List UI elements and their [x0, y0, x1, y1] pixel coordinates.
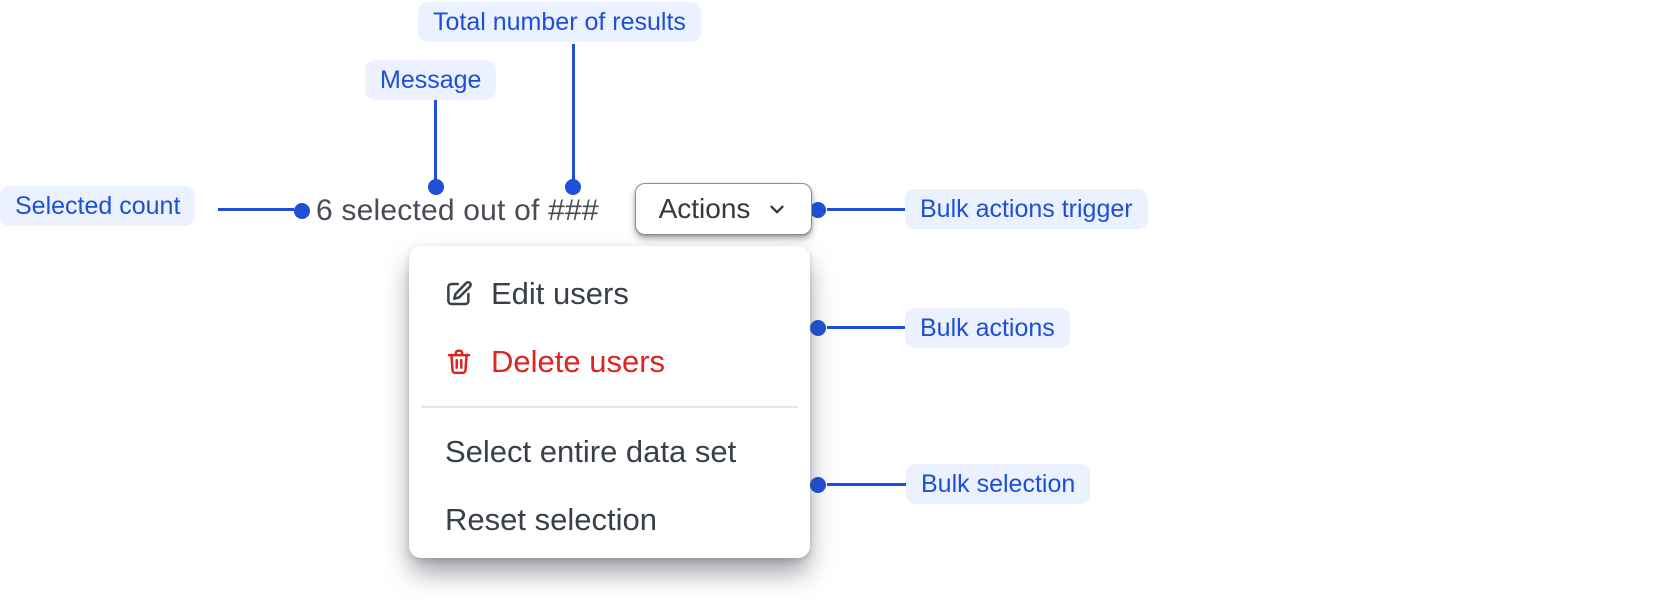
connector-line-message [434, 100, 437, 180]
trash-icon [447, 349, 471, 375]
chevron-down-icon [770, 205, 785, 214]
bulk-actions-trigger-button[interactable]: Actions [635, 183, 812, 235]
bulk-actions-menu: Edit users Delete users Select entire da… [409, 246, 810, 558]
connector-dot-bulk-actions-trigger [810, 202, 826, 218]
menu-item-reset-selection[interactable]: Reset selection [409, 492, 810, 548]
connector-line-total-results [572, 44, 575, 180]
connector-line-bulk-selection [827, 483, 906, 486]
callout-total-results: Total number of results [418, 2, 701, 42]
connector-line-bulk-actions [827, 326, 905, 329]
menu-divider [421, 406, 798, 408]
menu-item-select-entire-data-set[interactable]: Select entire data set [409, 424, 810, 480]
menu-item-delete-users[interactable]: Delete users [409, 334, 810, 390]
connector-dot-bulk-selection [810, 477, 826, 493]
connector-line-bulk-actions-trigger [827, 208, 905, 211]
menu-item-label: Select entire data set [445, 433, 737, 469]
connector-dot-selected-count [294, 203, 310, 219]
callout-bulk-selection: Bulk selection [906, 464, 1091, 504]
edit-icon [447, 281, 472, 306]
menu-item-edit-users[interactable]: Edit users [409, 266, 810, 322]
callout-selected-count: Selected count [0, 186, 196, 226]
menu-item-label: Edit users [491, 276, 629, 311]
callout-message: Message [365, 60, 497, 100]
menu-item-label: Delete users [491, 344, 666, 379]
connector-line-selected-count [218, 208, 294, 211]
connector-dot-total-results [565, 179, 581, 195]
connector-dot-message [428, 179, 444, 195]
actions-button-label: Actions [658, 193, 751, 224]
callout-bulk-actions: Bulk actions [905, 308, 1070, 348]
connector-dot-bulk-actions [810, 320, 826, 336]
selection-count-message: 6 selected out of ### [316, 194, 599, 227]
menu-item-label: Reset selection [445, 501, 657, 537]
callout-bulk-actions-trigger: Bulk actions trigger [905, 189, 1148, 229]
